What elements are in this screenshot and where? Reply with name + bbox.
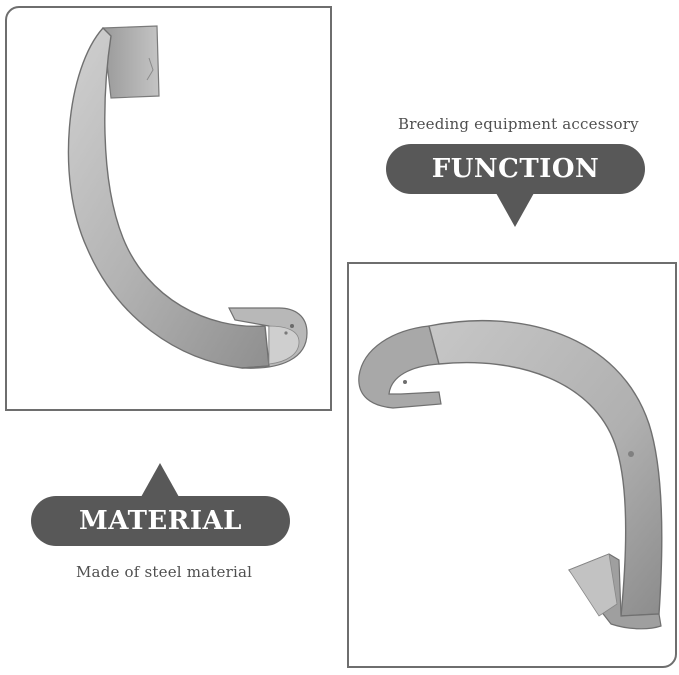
material-badge: MATERIAL <box>31 496 290 546</box>
material-badge-pointer <box>141 463 179 497</box>
product-photo-clip-side <box>347 262 677 668</box>
steel-clip-side-image <box>358 320 663 630</box>
material-caption: Made of steel material <box>76 563 253 581</box>
product-photo-clip-front <box>5 6 332 411</box>
function-caption: Breeding equipment accessory <box>398 115 639 133</box>
function-badge: FUNCTION <box>386 144 645 194</box>
steel-clip-front-image <box>67 25 308 369</box>
function-badge-pointer <box>496 193 534 227</box>
